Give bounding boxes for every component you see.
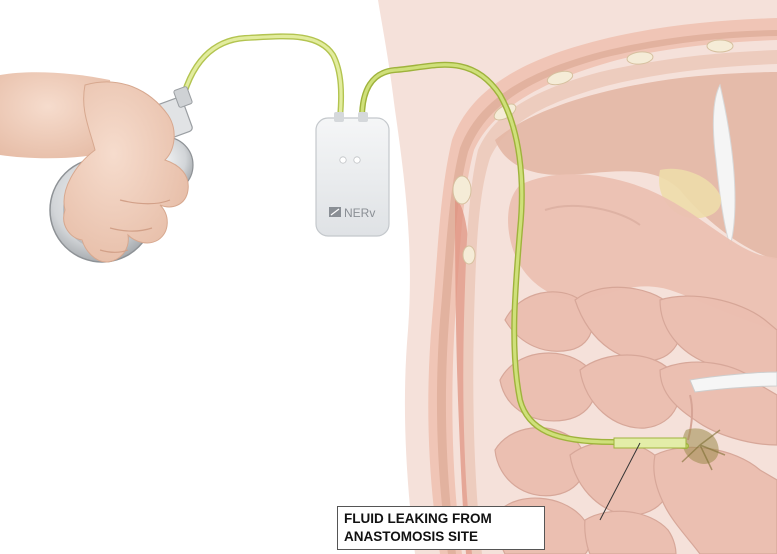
status-light-right — [354, 157, 360, 163]
callout-line-2: ANASTOMOSIS SITE — [344, 528, 544, 546]
device-brand-label: NERv — [344, 206, 375, 220]
status-light-left — [340, 157, 346, 163]
callout-line-1: FLUID LEAKING FROM — [344, 510, 544, 528]
leak-callout-label: FLUID LEAKING FROM ANASTOMOSIS SITE — [337, 506, 545, 550]
suction-tube — [180, 36, 341, 118]
nerv-device: NERv — [316, 112, 389, 236]
nerv-logo-icon — [329, 207, 341, 217]
fade-overlay — [378, 0, 777, 554]
hand-with-bulb — [0, 72, 193, 262]
